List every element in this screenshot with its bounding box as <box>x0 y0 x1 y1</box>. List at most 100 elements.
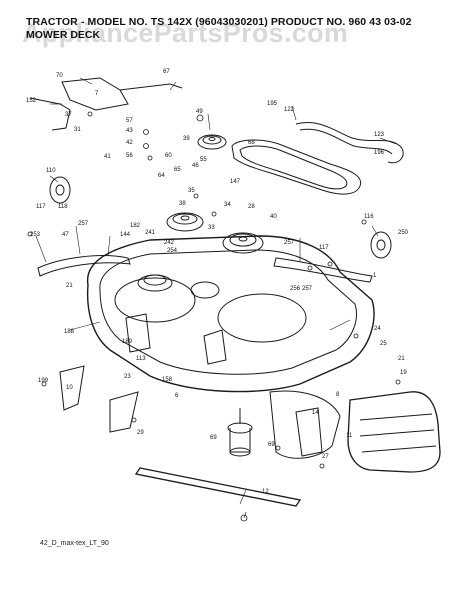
callout-117: 117 <box>319 245 329 251</box>
callout-256: 256 <box>290 286 301 292</box>
drive-belt-inner <box>239 145 348 190</box>
callout-152: 152 <box>26 98 37 104</box>
right-front-hanger <box>109 391 139 433</box>
chute-ribs <box>359 413 437 453</box>
callout-11: 11 <box>346 433 353 439</box>
callout-182: 182 <box>130 223 141 229</box>
callout-6: 6 <box>175 393 179 399</box>
diagram-subtitle: MOWER DECK <box>26 29 101 41</box>
deck-spindle-pulley <box>137 274 173 292</box>
spindle-assembly <box>227 408 253 457</box>
right-stabilizer-bar <box>273 257 373 283</box>
callout-70: 70 <box>56 73 63 79</box>
callout-10: 10 <box>66 385 73 391</box>
callout-34: 34 <box>224 202 231 208</box>
callout-158: 158 <box>162 377 173 383</box>
callout-253: 253 <box>30 232 41 238</box>
callout-188: 188 <box>64 329 75 335</box>
callout-257: 257 <box>302 286 313 292</box>
discharge-chute <box>347 391 441 473</box>
callout-8: 8 <box>336 392 340 398</box>
support-arm <box>295 407 323 457</box>
callout-144: 144 <box>120 232 131 238</box>
callout-23: 23 <box>124 374 131 380</box>
callout-31: 31 <box>74 127 81 133</box>
mower-deck-shell <box>86 235 375 393</box>
callout-35: 35 <box>188 188 195 194</box>
callout-39: 39 <box>183 136 190 142</box>
callout-69: 69 <box>268 442 275 448</box>
callout-19: 19 <box>400 370 407 376</box>
callout-67: 67 <box>163 69 170 75</box>
callout-43: 43 <box>126 128 133 134</box>
lift-cable-2 <box>299 128 393 155</box>
callout-254: 254 <box>167 248 178 254</box>
callout-38: 38 <box>179 201 186 207</box>
callout-147: 147 <box>230 179 241 185</box>
callout-116: 116 <box>364 214 374 220</box>
callout-46: 46 <box>192 163 199 169</box>
callout-12: 12 <box>262 489 269 495</box>
callout-55: 55 <box>200 157 207 163</box>
callout-29: 29 <box>137 430 144 436</box>
callout-199: 199 <box>38 378 49 384</box>
right-gauge-wheel <box>370 231 392 259</box>
callout-27: 27 <box>322 454 329 460</box>
callout-21: 21 <box>66 283 73 289</box>
callout-28: 28 <box>248 204 255 210</box>
callout-195: 195 <box>267 101 278 107</box>
callout-41: 41 <box>104 154 111 160</box>
callout-42: 42 <box>126 140 133 146</box>
callout-122: 122 <box>284 107 295 113</box>
callout-57: 57 <box>126 118 133 124</box>
callout-56: 56 <box>126 153 133 159</box>
linkage-rod <box>29 97 71 131</box>
side-hanger <box>125 313 151 353</box>
callout-110: 110 <box>46 168 56 174</box>
center-spindle-mount <box>190 281 220 299</box>
callout-118: 118 <box>58 204 68 210</box>
rear-hanger-bracket <box>203 329 227 365</box>
lift-linkage-bracket <box>61 77 129 111</box>
callout-65: 65 <box>174 167 181 173</box>
left-blade-well <box>114 277 196 323</box>
callout-24: 24 <box>374 326 381 332</box>
callout-68: 68 <box>248 140 255 146</box>
left-spindle-pulley <box>166 212 204 232</box>
drawing-code: 42_D_max-tex_LT_90 <box>40 540 109 547</box>
callout-189: 189 <box>122 339 133 345</box>
deck-inner-rim <box>99 249 357 375</box>
leader-lines <box>35 77 397 519</box>
callout-47: 47 <box>62 232 69 238</box>
callout-49: 49 <box>196 109 203 115</box>
left-gauge-wheel <box>49 176 71 204</box>
callout-1: 1 <box>373 273 377 279</box>
lift-cable <box>295 122 404 164</box>
callout-14: 14 <box>312 410 319 416</box>
linkage-arm <box>119 83 183 91</box>
callout-113: 113 <box>136 356 146 362</box>
callout-117: 117 <box>36 204 46 210</box>
watermark: AppliancePartsPros.com <box>22 18 349 48</box>
hardware-bolts <box>27 111 401 522</box>
callout-21: 21 <box>398 356 405 362</box>
mower-blade <box>134 467 302 507</box>
callout-250: 250 <box>398 230 409 236</box>
callout-241: 241 <box>145 230 156 236</box>
left-stabilizer-bar <box>37 255 131 277</box>
callout-64: 64 <box>158 173 165 179</box>
callout-33: 33 <box>208 225 215 231</box>
diagram-title: TRACTOR - MODEL NO. TS 142X (96043030201… <box>26 16 412 28</box>
callout-257: 257 <box>284 240 295 246</box>
callout-123: 123 <box>374 132 385 138</box>
callout-69: 69 <box>210 435 217 441</box>
left-front-hanger <box>59 365 85 411</box>
callout-40: 40 <box>270 214 277 220</box>
idler-pulley-top <box>197 134 227 150</box>
callout-60: 60 <box>165 153 172 159</box>
callout-37: 37 <box>65 112 72 118</box>
callout-196: 196 <box>374 150 385 156</box>
